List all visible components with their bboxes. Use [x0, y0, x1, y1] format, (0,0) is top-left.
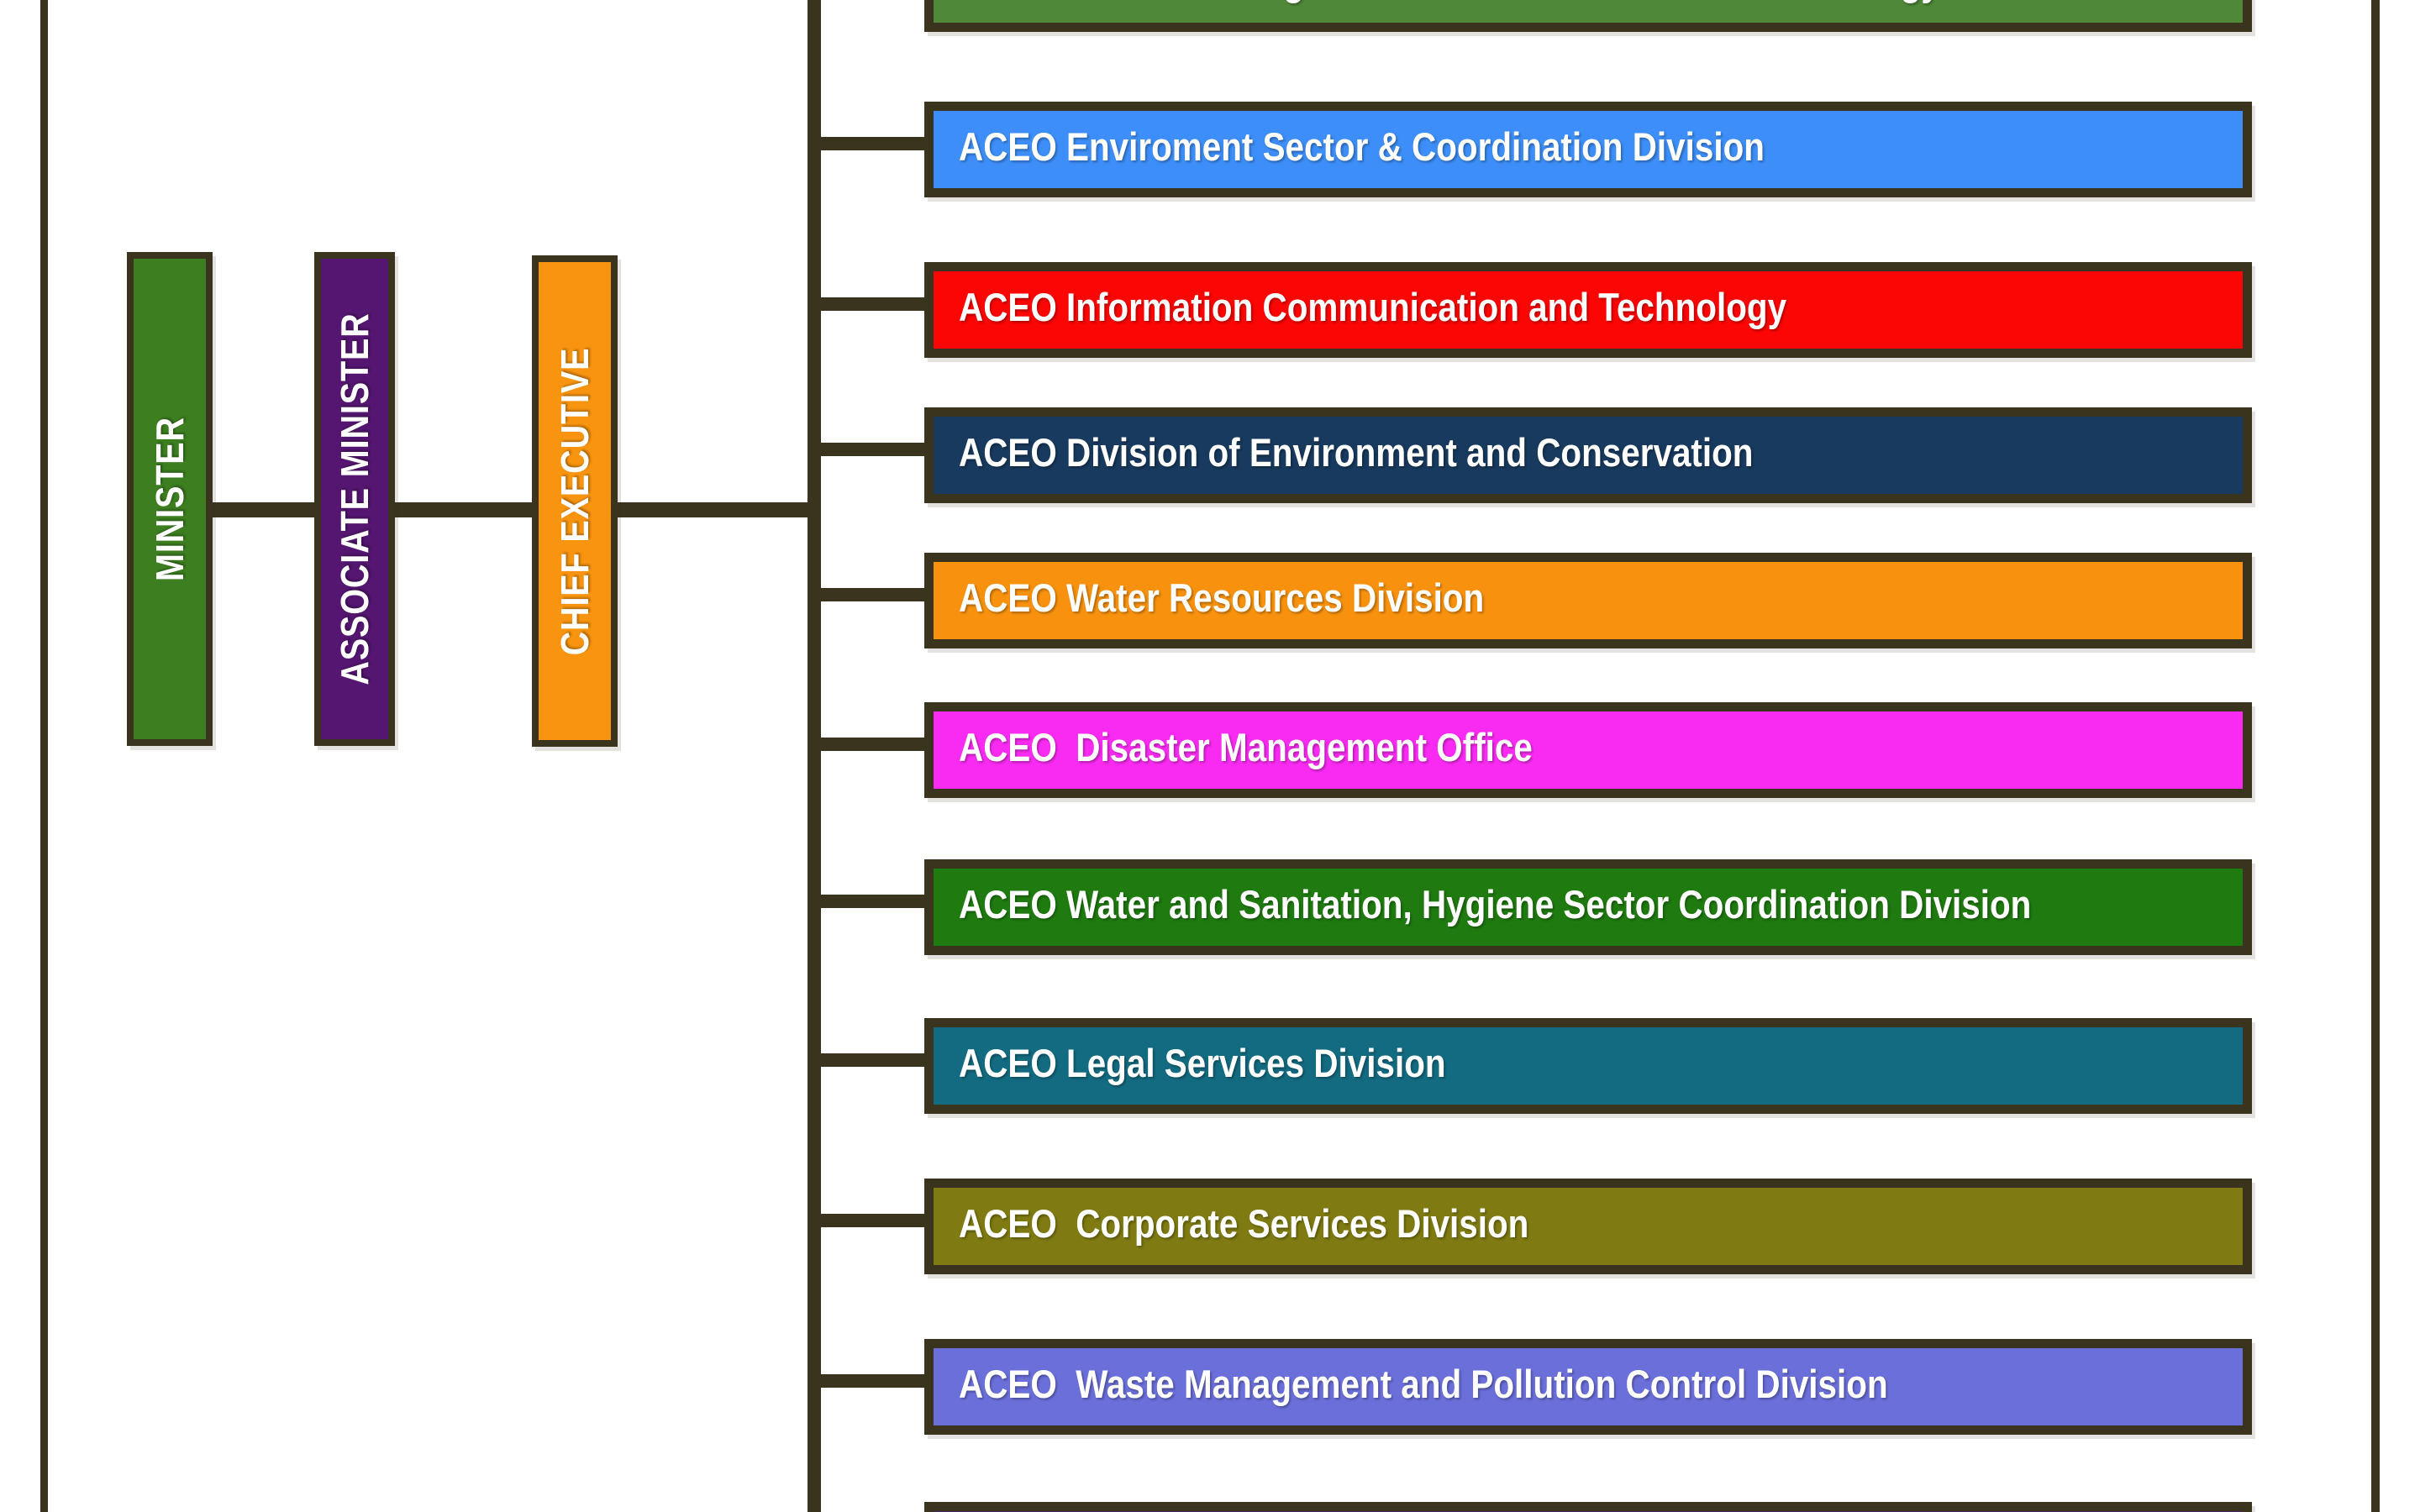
branch-line: [808, 1374, 934, 1388]
division-label: ACEO Disaster Management Office: [959, 724, 1533, 769]
left-frame-line: [40, 0, 48, 1512]
associate-minister-label: ASSOCIATE MINISTER: [333, 312, 376, 685]
division-label: ACEO Water Resources Division: [959, 575, 1485, 620]
branch-line: [808, 1053, 934, 1067]
branch-line: [808, 895, 934, 908]
org-trunk-line: [808, 0, 821, 1512]
division-label: ACEO Legal Services Division: [959, 1040, 1446, 1085]
branch-line: [808, 738, 934, 751]
division-bar: ACEO Climate Change Sector Coordination …: [924, 0, 2252, 32]
associate-minister-box: ASSOCIATE MINISTER: [314, 252, 395, 746]
branch-line: [808, 588, 934, 601]
branch-line: [808, 137, 934, 150]
division-label: ACEO Division of Environment and Conserv…: [959, 429, 1754, 475]
division-bar: ACEO Legal Services Division: [924, 1018, 2252, 1114]
division-bar: ACEO Water Resources Division: [924, 553, 2252, 648]
division-bar: ACEO Enviroment Sector & Coordination Di…: [924, 102, 2252, 197]
branch-line: [808, 297, 934, 311]
branch-line: [808, 1214, 934, 1227]
division-bar: ACEO Waste Management and Pollution Cont…: [924, 1339, 2252, 1435]
branch-line: [808, 443, 934, 456]
division-label: ACEO Enviroment Sector & Coordination Di…: [959, 123, 1765, 169]
chief-executive-label: CHIEF EXECUTIVE: [553, 347, 597, 655]
division-bar: ACEO Disaster Management Office: [924, 702, 2252, 798]
division-label: ACEO Water and Sanitation, Hygiene Secto…: [959, 881, 2032, 927]
division-bar: ACEO Division of Environment and Conserv…: [924, 407, 2252, 503]
division-bar: [924, 1502, 2252, 1512]
division-label: ACEO Climate Change Sector Coordination …: [959, 0, 1940, 1]
division-label: ACEO Waste Management and Pollution Cont…: [959, 1361, 1888, 1406]
right-frame-line: [2371, 0, 2380, 1512]
minister-label: MINISTER: [148, 417, 192, 581]
division-bar: ACEO Information Communication and Techn…: [924, 262, 2252, 358]
division-bar: ACEO Corporate Services Division: [924, 1179, 2252, 1274]
executive-connector-line: [212, 502, 821, 517]
minister-box: MINISTER: [127, 252, 213, 746]
chief-executive-box: CHIEF EXECUTIVE: [532, 255, 618, 747]
division-bar: ACEO Water and Sanitation, Hygiene Secto…: [924, 859, 2252, 955]
division-label: ACEO Information Communication and Techn…: [959, 284, 1787, 329]
division-label: ACEO Corporate Services Division: [959, 1200, 1529, 1246]
